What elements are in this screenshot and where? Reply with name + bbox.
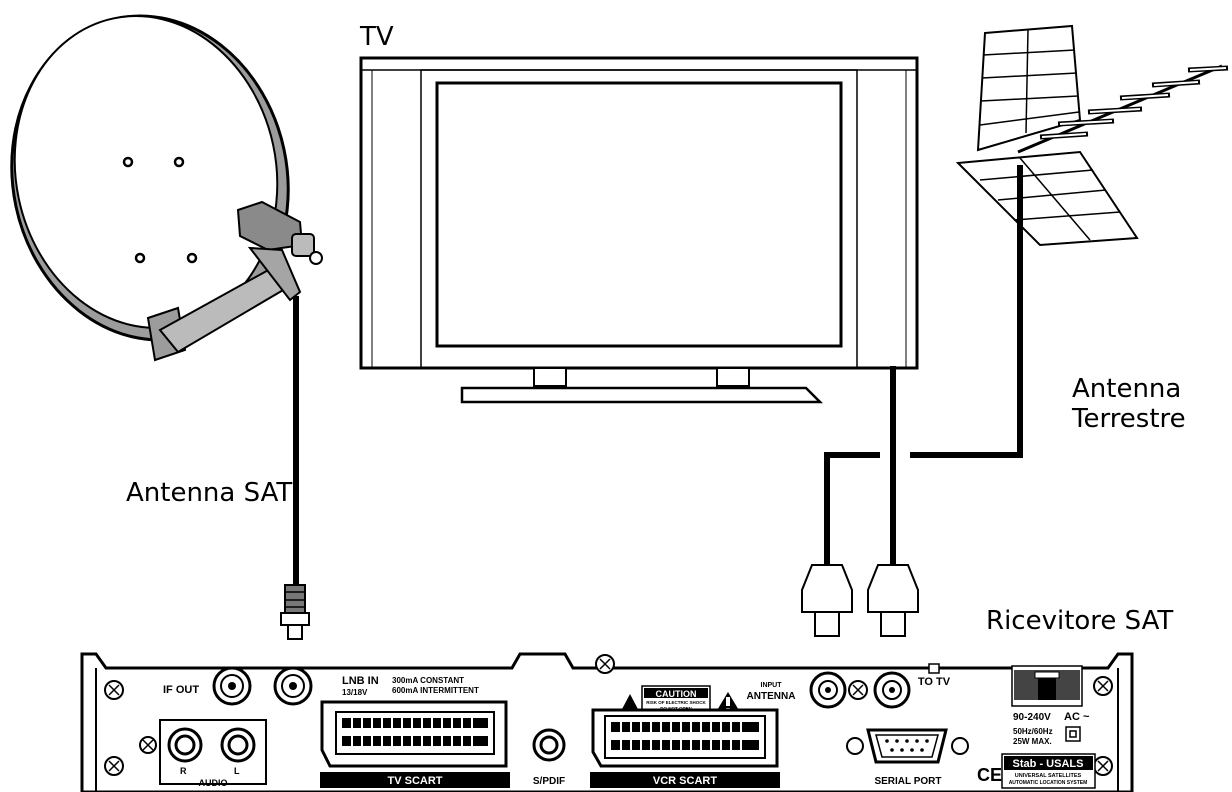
svg-text:UNIVERSAL SATELLITES: UNIVERSAL SATELLITES	[1015, 773, 1082, 779]
audio-r-jack-icon	[167, 727, 203, 763]
double-insulation-icon	[1065, 726, 1081, 742]
antenna-label: ANTENNA	[747, 691, 796, 702]
power-ac-label: AC ~	[1064, 711, 1090, 723]
to-tv-label: TO TV	[918, 676, 951, 688]
if-out-port-icon	[212, 666, 252, 706]
serial-port-label: SERIAL PORT	[874, 776, 941, 787]
receiver-panel: IF OUT LNB IN 13/18V 300mA CONSTANT 600m…	[80, 652, 1134, 792]
tv-scart-label: TV SCART	[388, 775, 443, 787]
terrestrial-antenna-label-1: Antenna	[1072, 374, 1182, 404]
tv-set	[359, 56, 919, 404]
terrestrial-antenna	[955, 24, 1229, 247]
stab-usals-logo: Stab - USALS UNIVERSAL SATELLITES AUTOMA…	[1001, 753, 1096, 789]
satellite-dish	[10, 14, 323, 362]
antenna-plug-icon	[801, 564, 853, 637]
audio-l-label: L	[234, 766, 240, 776]
power-volt-label: 90-240V	[1013, 712, 1051, 723]
terrestrial-antenna-label-2: Terrestre	[1072, 404, 1186, 434]
sat-connector-icon	[280, 584, 310, 640]
lnb-in-label: LNB IN	[342, 675, 379, 687]
lnb-voltage-label: 13/18V	[342, 688, 368, 697]
power-w-label: 25W MAX.	[1013, 737, 1052, 746]
sat-antenna-label: Antenna SAT	[126, 478, 293, 508]
receiver-label: Ricevitore SAT	[986, 606, 1174, 636]
power-hz-label: 50Hz/60Hz	[1013, 727, 1053, 736]
caution-sub-1: RISK OF ELECTRIC SHOCK	[646, 700, 706, 705]
serial-port-icon	[866, 728, 948, 764]
tv-label: TV	[360, 22, 394, 52]
lnb-in-port-icon	[273, 666, 313, 706]
caution-label: CAUTION	[656, 689, 697, 699]
svg-text:Stab - USALS: Stab - USALS	[1013, 758, 1084, 770]
vcr-scart-port-icon	[591, 708, 779, 768]
tv-plug-icon	[867, 564, 919, 637]
lnb-current-label-1: 300mA CONSTANT	[392, 676, 464, 685]
spdif-jack-icon	[532, 728, 566, 762]
tv-scart-port-icon	[320, 700, 508, 768]
ce-mark: CE	[977, 765, 1002, 785]
vcr-scart-label: VCR SCART	[653, 775, 717, 787]
audio-r-label: R	[180, 766, 187, 776]
antenna-input-port-icon	[809, 671, 847, 709]
if-out-label: IF OUT	[163, 684, 199, 696]
svg-text:AUTOMATIC LOCATION SYSTEM: AUTOMATIC LOCATION SYSTEM	[1009, 780, 1088, 786]
audio-label: AUDIO	[199, 778, 228, 788]
audio-l-jack-icon	[220, 727, 256, 763]
lnb-icon	[236, 200, 323, 302]
lnb-current-label-2: 600mA INTERMITTENT	[392, 686, 479, 695]
spdif-label: S/PDIF	[533, 776, 565, 787]
terrestrial-cable	[824, 165, 1023, 565]
input-label: INPUT	[761, 682, 783, 689]
tv-out-port-icon	[873, 671, 911, 709]
power-switch-icon	[1011, 665, 1083, 707]
